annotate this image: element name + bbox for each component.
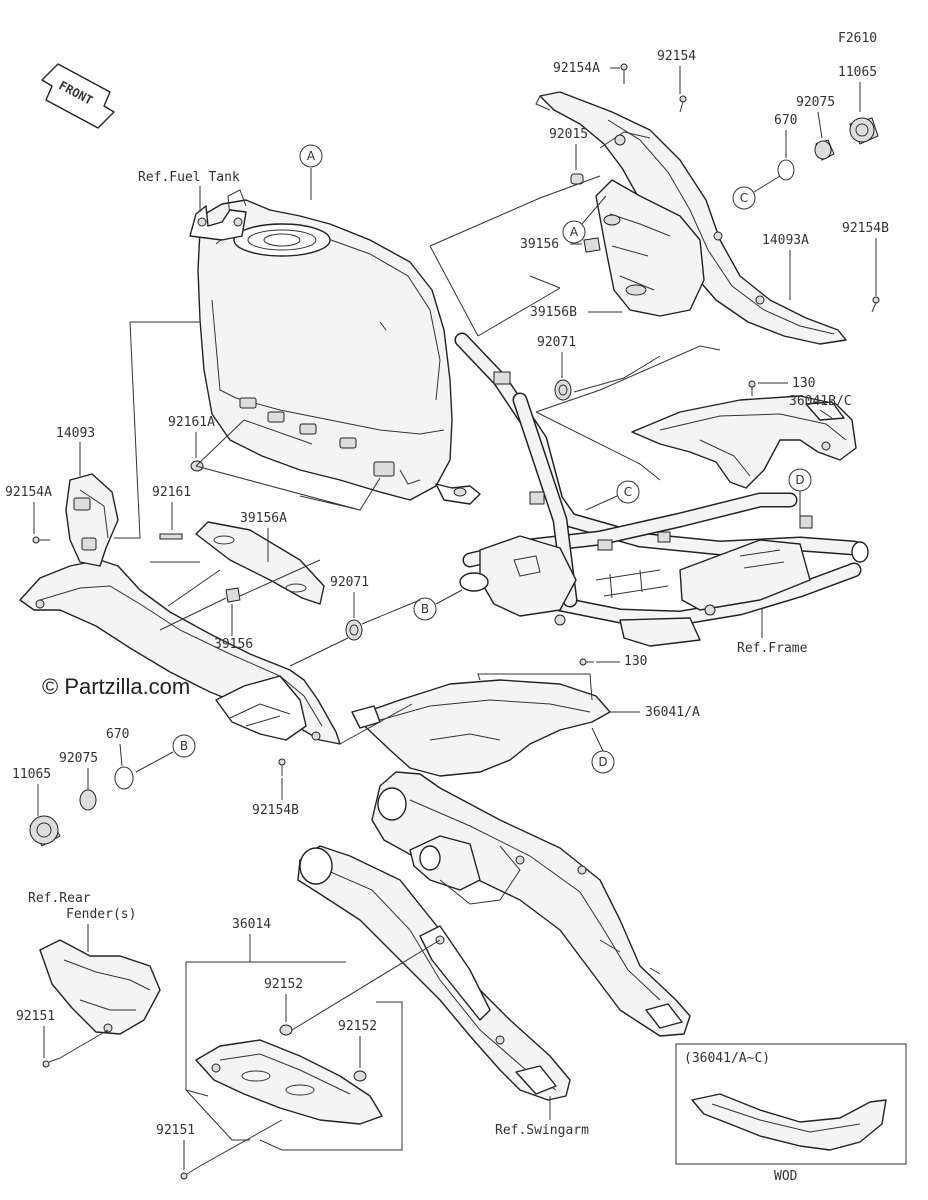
- frame: [454, 332, 869, 647]
- label-92071-mid: 92071: [330, 575, 369, 590]
- fuel-tank: [197, 189, 481, 505]
- side-cowl-36041a: [351, 679, 611, 777]
- side-cover-left-14093: [19, 473, 341, 745]
- label-36041a: 36041/A: [645, 705, 700, 720]
- ref-frame-label: Ref.Frame: [737, 641, 808, 656]
- side-cowl-36041bc: [631, 395, 857, 489]
- copyright-text: © Partzilla.com: [42, 674, 190, 699]
- figure-code: F2610: [838, 31, 877, 46]
- label-92161a: 92161A: [168, 415, 215, 430]
- label-92151-bottom: 92151: [156, 1123, 195, 1138]
- pad-39156-mid: [225, 587, 241, 603]
- ref-fuel-tank-label: Ref.Fuel Tank: [138, 170, 240, 185]
- screw-92154b-right: [871, 296, 880, 313]
- label-11065-left: 11065: [12, 767, 51, 782]
- label-92152-a: 92152: [264, 977, 303, 992]
- label-39156b: 39156B: [530, 305, 577, 320]
- pad-39156-top: [583, 237, 601, 253]
- callout-c-ring: C: [740, 191, 748, 205]
- label-92075-top: 92075: [796, 95, 835, 110]
- grommet-92071-mid: [345, 619, 363, 641]
- callout-c-frame: C: [624, 485, 632, 499]
- callout-a-tank: A: [307, 149, 316, 163]
- screw-92151-left: [42, 1057, 61, 1068]
- label-39156-top: 39156: [520, 237, 559, 252]
- label-92152-b: 92152: [338, 1019, 377, 1034]
- screw-92154a-top: [620, 63, 628, 84]
- inner-shield-39156b: [595, 179, 705, 317]
- screw-92154b-left: [278, 758, 286, 776]
- pad-92161: [159, 533, 183, 540]
- label-39156a: 39156A: [240, 511, 287, 526]
- label-92015: 92015: [549, 127, 588, 142]
- screw-92151-bottom: [180, 1165, 201, 1180]
- callout-b-grommet: B: [180, 739, 188, 753]
- damper-92075-top: [814, 139, 835, 161]
- label-92154a-left: 92154A: [5, 485, 52, 500]
- cap-11065-top: [849, 117, 879, 145]
- label-92154b-right: 92154B: [842, 221, 889, 236]
- grommet-92152-b: [353, 1070, 367, 1082]
- label-130-mid: 130: [624, 654, 647, 669]
- damper-92075-left: [79, 789, 97, 811]
- label-130-top: 130: [792, 376, 815, 391]
- side-cover-right-14093a: [535, 91, 847, 345]
- fuel-tank-bracket: [189, 205, 247, 241]
- chain-guard-36014: [195, 1039, 383, 1125]
- ref-rear-fender-line1: Ref.Rear: [28, 891, 91, 906]
- label-92154b-left: 92154B: [252, 803, 299, 818]
- callout-a-cover: A: [570, 225, 579, 239]
- o-ring-670-top: [777, 159, 795, 181]
- grommet-92152-a: [279, 1024, 293, 1036]
- cap-11065-left: [29, 815, 61, 847]
- label-14093: 14093: [56, 426, 95, 441]
- inset-caption: WOD: [774, 1169, 798, 1184]
- screw-92154a-left: [32, 536, 50, 544]
- label-670-left: 670: [106, 727, 129, 742]
- inset-box: (36041/A~C) WOD: [675, 1043, 907, 1184]
- cover-strip-39156a: [195, 521, 325, 605]
- grommet-92071-top: [554, 379, 572, 401]
- label-92075-left: 92075: [59, 751, 98, 766]
- screw-130-mid: [579, 658, 594, 666]
- label-92154a-top: 92154A: [553, 61, 600, 76]
- label-39156-mid: 39156: [214, 637, 253, 652]
- inset-title: (36041/A~C): [684, 1051, 770, 1066]
- label-92161: 92161: [152, 485, 191, 500]
- callout-d-right: D: [795, 473, 804, 487]
- o-ring-670-left: [114, 766, 134, 790]
- swingarm: [297, 771, 691, 1101]
- label-36014: 36014: [232, 917, 271, 932]
- label-11065-top: 11065: [838, 65, 877, 80]
- label-92151-left: 92151: [16, 1009, 55, 1024]
- callout-b-frame: B: [421, 602, 429, 616]
- label-92071-top: 92071: [537, 335, 576, 350]
- label-14093a: 14093A: [762, 233, 809, 248]
- callout-d-lower: D: [598, 755, 607, 769]
- ref-swingarm-label: Ref.Swingarm: [495, 1123, 589, 1138]
- label-36041bc: 36041B/C: [789, 394, 852, 409]
- label-670-top: 670: [774, 113, 797, 128]
- label-92154-top: 92154: [657, 49, 696, 64]
- screw-92154-top: [679, 95, 687, 113]
- front-arrow-icon: FRONT: [41, 63, 115, 129]
- ref-rear-fender-line2: Fender(s): [66, 907, 136, 922]
- screw-130-top: [748, 380, 756, 396]
- rear-fender: [39, 939, 161, 1035]
